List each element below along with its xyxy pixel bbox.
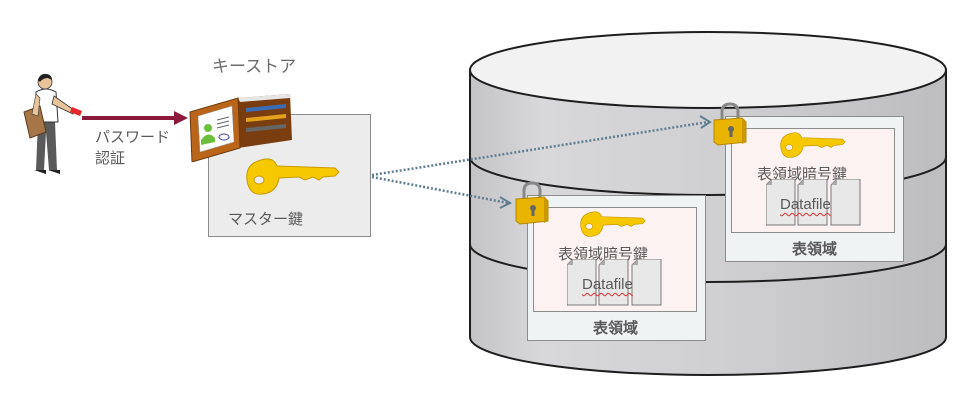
tablespace-1-label: 表領域 [593,319,639,337]
wallet-icon [189,94,292,162]
datafile-icon [631,259,662,306]
tablespace-2-datafile-label: Datafile [780,196,831,213]
tablespace-2-key-icon [780,132,846,158]
datafile-icon [766,179,796,226]
tablespace-2-label: 表領域 [792,240,838,258]
key-icon [246,158,340,195]
cylinder-top [469,31,947,109]
tablespace-1-padlock-icon [515,181,549,225]
tablespace-2-padlock-icon [713,102,747,146]
password-auth-label: パスワード 認証 [95,127,170,169]
cylinder-band-2 [469,243,947,283]
datafile-icon [598,259,629,306]
keystore-title: キーストア [212,57,297,77]
password-auth-label-line1: パスワード [95,128,171,146]
tablespace-1-datafiles [567,259,662,306]
tablespace-1-key-icon [580,211,646,237]
master-key-label: マスター鍵 [228,210,304,228]
person-with-card-icon [23,73,82,174]
password-auth-label-line2: 認証 [95,149,126,167]
tablespace-2-datafiles [766,179,861,226]
tablespace-1-datafile-label: Datafile [582,276,633,293]
datafile-icon [797,179,828,226]
datafile-icon [830,179,861,226]
datafile-icon [567,259,597,306]
